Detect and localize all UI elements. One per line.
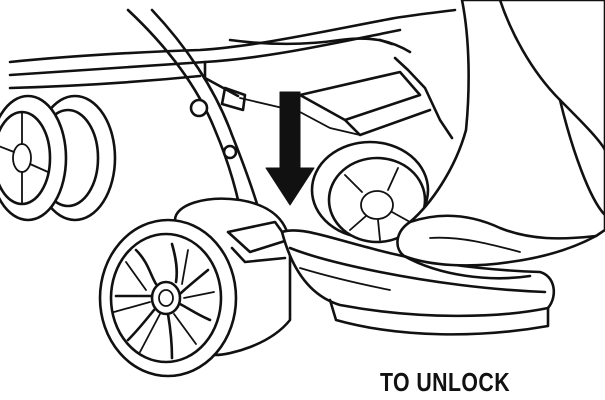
rear-left-wheels <box>0 96 115 220</box>
stroller-front-leg <box>128 10 264 230</box>
instruction-caption: TO UNLOCK <box>380 367 510 398</box>
front-wheel <box>100 220 236 376</box>
shoe-icon <box>397 0 605 278</box>
down-arrow-icon <box>266 92 314 205</box>
